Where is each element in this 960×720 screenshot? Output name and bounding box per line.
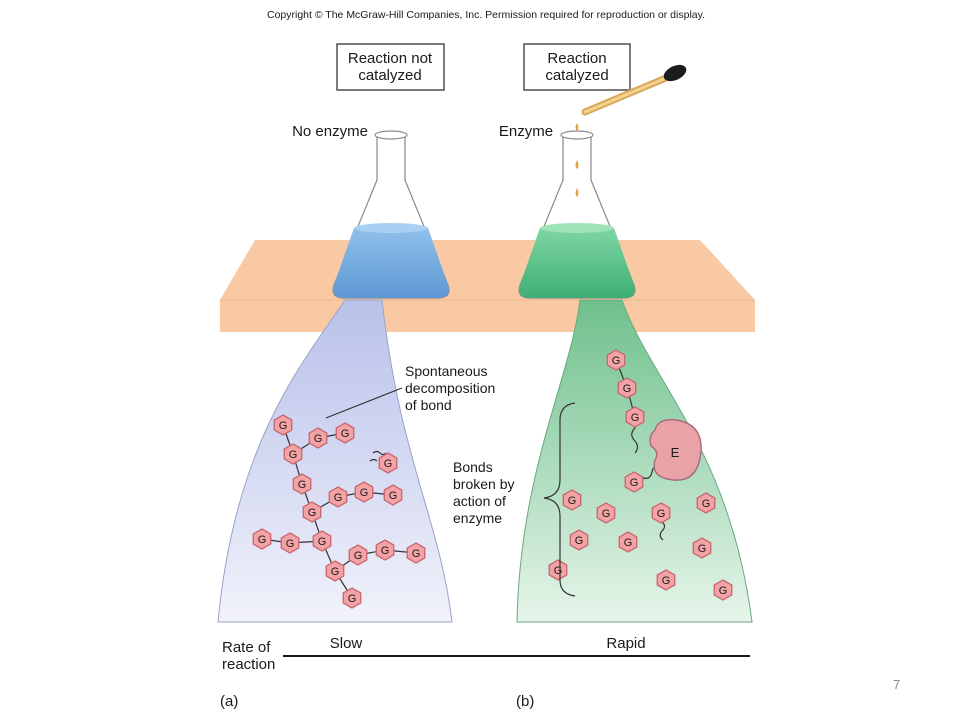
flask-label-enzyme: Enzyme — [499, 123, 553, 140]
glucose-letter: G — [612, 355, 621, 367]
glucose-molecule: G — [312, 530, 332, 552]
glucose-molecule: G — [375, 539, 395, 561]
glucose-letter: G — [341, 428, 350, 440]
glucose-molecule: G — [273, 414, 293, 436]
glucose-molecule: G — [328, 486, 348, 508]
glucose-molecule: G — [302, 501, 322, 523]
glucose-letter: G — [568, 495, 577, 507]
glucose-letter: G — [630, 477, 639, 489]
annotation-line: broken by — [453, 476, 514, 492]
label-box-not-catalyzed: Reaction not catalyzed — [336, 43, 445, 91]
glucose-molecule: G — [252, 528, 272, 550]
annotation-line: Spontaneous — [405, 363, 488, 379]
glucose-molecule: G — [378, 452, 398, 474]
glucose-molecule: G — [308, 427, 328, 449]
glucose-molecule: G — [325, 560, 345, 582]
glucose-letter: G — [258, 534, 267, 546]
rate-rapid: Rapid — [606, 635, 645, 652]
glucose-letter: G — [286, 538, 295, 550]
glucose-molecule: G — [651, 502, 671, 524]
glucose-molecule: G — [342, 587, 362, 609]
rate-label-line2: reaction — [222, 656, 275, 673]
glucose-letter: G — [702, 498, 711, 510]
glucose-letter: G — [719, 585, 728, 597]
box-line1: Reaction — [547, 50, 606, 67]
glucose-molecule: G — [596, 502, 616, 524]
glucose-letter: G — [602, 508, 611, 520]
glucose-molecule: G — [713, 579, 733, 601]
glucose-molecule: G — [617, 377, 637, 399]
glucose-molecule: G — [696, 492, 716, 514]
enzyme-shape — [649, 419, 702, 481]
glucose-letter: G — [348, 593, 357, 605]
annotation-pointer — [325, 387, 403, 419]
glucose-molecule: G — [283, 443, 303, 465]
glucose-letter: G — [389, 490, 398, 502]
glucose-letter: G — [298, 479, 307, 491]
annotation-line: action of — [453, 493, 506, 509]
glucose-letter: G — [279, 420, 288, 432]
enzyme-letter: E — [671, 445, 680, 460]
glucose-letter: G — [384, 458, 393, 470]
glucose-molecule: G — [335, 422, 355, 444]
glucose-letter: G — [657, 508, 666, 520]
lab-bench — [220, 240, 755, 332]
glucose-molecule: G — [292, 473, 312, 495]
annotation-line: of bond — [405, 397, 452, 413]
glucose-molecules: G G G G G G G G G G G G G G G G G G G G G G G G G G G G G G G G — [252, 349, 733, 609]
dropper-icon — [581, 64, 687, 116]
glucose-letter: G — [289, 449, 298, 461]
page-number: 7 — [893, 677, 901, 692]
glucose-molecule: G — [618, 531, 638, 553]
glucose-molecule: G — [548, 559, 568, 581]
glucose-molecule: G — [606, 349, 626, 371]
glucose-molecule: G — [625, 406, 645, 428]
brace — [543, 402, 576, 597]
glucose-letter: G — [314, 433, 323, 445]
glucose-letter: G — [554, 565, 563, 577]
rate-slow: Slow — [330, 635, 363, 652]
label-box-catalyzed: Reaction catalyzed — [523, 43, 631, 91]
glucose-molecule: G — [348, 544, 368, 566]
glucose-letter: G — [308, 507, 317, 519]
glucose-molecule: G — [406, 542, 426, 564]
glucose-molecule: G — [280, 532, 300, 554]
box-line1: Reaction not — [348, 50, 433, 67]
rate-label-line1: Rate of — [222, 639, 271, 656]
glucose-molecule: G — [562, 489, 582, 511]
glucose-molecule: G — [656, 569, 676, 591]
glucose-letter: G — [662, 575, 671, 587]
glucose-letter: G — [354, 550, 363, 562]
glucose-letter: G — [331, 566, 340, 578]
box-line2: catalyzed — [358, 67, 421, 84]
flask-enzyme — [518, 123, 636, 299]
glucose-molecule: G — [354, 481, 374, 503]
annotation-line: enzyme — [453, 510, 502, 526]
flask-label-no-enzyme: No enzyme — [292, 123, 368, 140]
glucose-letter: G — [623, 383, 632, 395]
glucose-letter: G — [412, 548, 421, 560]
glucose-letter: G — [624, 537, 633, 549]
panel-letter-a: (a) — [220, 693, 238, 710]
glucose-letter: G — [631, 412, 640, 424]
glucose-letter: G — [360, 487, 369, 499]
flask-no-enzyme — [332, 130, 450, 299]
glucose-letter: G — [575, 535, 584, 547]
panel-letter-b: (b) — [516, 693, 534, 710]
annotation-line: decomposition — [405, 380, 495, 396]
glucose-molecule: G — [692, 537, 712, 559]
glucose-letter: G — [334, 492, 343, 504]
glucose-molecule: G — [624, 471, 644, 493]
glucose-molecule: G — [383, 484, 403, 506]
annotation-line: Bonds — [453, 459, 493, 475]
box-line2: catalyzed — [545, 67, 608, 84]
glucose-letter: G — [381, 545, 390, 557]
glucose-letter: G — [318, 536, 327, 548]
copyright-text: Copyright © The McGraw-Hill Companies, I… — [267, 9, 705, 21]
glucose-letter: G — [698, 543, 707, 555]
glucose-molecule: G — [569, 529, 589, 551]
